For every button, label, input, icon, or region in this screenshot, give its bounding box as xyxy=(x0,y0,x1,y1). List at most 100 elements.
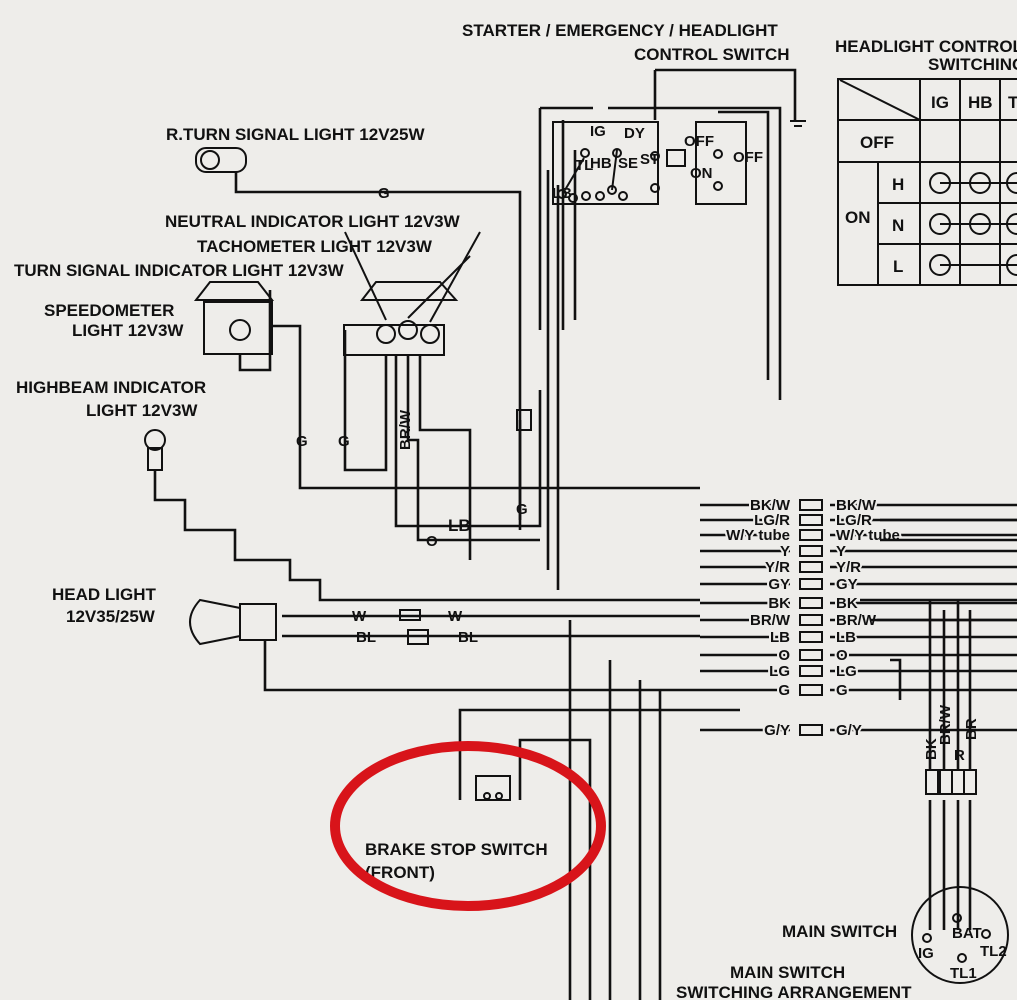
connector-label-right: G xyxy=(836,682,848,699)
table-row-l: L xyxy=(893,257,903,276)
tachometer-light-label: TACHOMETER LIGHT 12V3W xyxy=(197,237,433,256)
headlight-wire-bl-left: BL xyxy=(356,629,376,646)
headlight-wire-bl-right: BL xyxy=(458,629,478,646)
connector-label-right: BK/W xyxy=(836,497,877,514)
connector-icon xyxy=(799,529,823,541)
connector-label-right: W/Y tube xyxy=(836,527,900,544)
connector-label-left: Y xyxy=(780,543,790,560)
main-switch-arrangement-1: MAIN SWITCH xyxy=(730,963,845,982)
connector-label-right: O xyxy=(836,647,848,664)
table-row-on: ON xyxy=(845,208,871,227)
brake-stop-switch-icon xyxy=(475,775,511,801)
terminal-dy: DY xyxy=(624,125,645,142)
r-turn-signal-bulb-icon xyxy=(195,147,522,530)
wire-harness-right xyxy=(860,518,1017,930)
connector-label-left: LG xyxy=(769,663,790,680)
terminal-off-2: OFF xyxy=(733,149,763,166)
headlight-icon xyxy=(189,598,277,646)
connector-label-right: LG xyxy=(836,663,857,680)
turn-signal-indicator-label: TURN SIGNAL INDICATOR LIGHT 12V3W xyxy=(14,261,345,280)
connector-icon xyxy=(799,597,823,609)
headlight-table-title-2: SWITCHING xyxy=(928,55,1017,74)
table-col-hb: HB xyxy=(968,93,993,112)
connector-label-left: Y/R xyxy=(765,559,790,576)
connector-label-left: G/Y xyxy=(764,722,790,739)
brake-switch-label-2: (FRONT) xyxy=(365,863,435,882)
connector-label-left: BK/W xyxy=(750,497,791,514)
connector-label-left: LB xyxy=(770,629,790,646)
main-switch-icon xyxy=(911,886,1009,984)
connector-icon xyxy=(799,514,823,526)
terminal-tl: TL xyxy=(575,157,593,174)
connector-icon xyxy=(799,649,823,661)
main-switch-arrangement-2: SWITCHING ARRANGEMENT xyxy=(676,983,912,1000)
highbeam-label-2: LIGHT 12V3W xyxy=(86,401,198,420)
terminal-hb: HB xyxy=(590,155,612,172)
highbeam-bulb-icon xyxy=(144,429,166,471)
main-wire-br-w: BR/W xyxy=(937,704,954,745)
table-col-t: T xyxy=(1008,93,1017,112)
terminal-on: ON xyxy=(690,165,713,182)
terminal-se: SE xyxy=(618,155,638,172)
connector-icon xyxy=(407,629,429,645)
wire-harness-left xyxy=(153,290,740,1000)
headlight-wire-w-left: W xyxy=(352,608,367,625)
connector-icon xyxy=(799,631,823,643)
headlight-wire-w-right: W xyxy=(448,608,463,625)
connector-label-left: O xyxy=(778,647,790,664)
connector-label-left: BR/W xyxy=(750,612,791,629)
main-wire-br: BR xyxy=(963,718,980,740)
table-row-off: OFF xyxy=(860,133,894,152)
connector-label-right: BK xyxy=(836,595,858,612)
connector-label-left: BK xyxy=(768,595,790,612)
headlight-table-title-1: HEADLIGHT CONTROL xyxy=(835,37,1017,56)
main-term-tl2: TL2 xyxy=(980,943,1007,960)
speedometer-label-2: LIGHT 12V3W xyxy=(72,321,184,340)
connector-label-right: LB xyxy=(836,629,856,646)
table-row-h: H xyxy=(892,175,904,194)
connector-icon xyxy=(799,578,823,590)
starter-switch-title-1: STARTER / EMERGENCY / HEADLIGHT xyxy=(462,21,778,40)
connector-icon xyxy=(799,499,823,511)
wire-label-o: O xyxy=(426,533,438,550)
table-col-ig: IG xyxy=(931,93,949,112)
starter-switch-title-2: CONTROL SWITCH xyxy=(634,45,790,64)
connector-icon xyxy=(799,545,823,557)
connector-icon xyxy=(799,561,823,573)
connector-label-left: LG/R xyxy=(754,512,790,529)
speedometer-housing xyxy=(193,281,275,301)
terminal-lb: LB xyxy=(552,185,572,202)
speedometer-label-1: SPEEDOMETER xyxy=(44,301,174,320)
wire-label-lb: LB xyxy=(448,516,471,535)
main-wire-bk: BK xyxy=(923,738,940,760)
main-term-ig: IG xyxy=(918,945,934,962)
connector-icon xyxy=(799,684,823,696)
wire-label-g-mid: G xyxy=(516,501,528,518)
main-wire-r: R xyxy=(954,747,965,764)
connector-label-right: G/Y xyxy=(836,722,862,739)
highlight-circle xyxy=(330,741,606,911)
connector-icon xyxy=(399,609,421,621)
main-term-bat: BAT xyxy=(952,925,982,942)
table-row-n: N xyxy=(892,216,904,235)
connector-label-right: LG/R xyxy=(836,512,872,529)
connector-label-right: Y/R xyxy=(836,559,861,576)
wire-label-g-left2: G xyxy=(338,433,350,450)
terminal-ig: IG xyxy=(590,123,606,140)
terminal-off-1: OFF xyxy=(684,133,714,150)
connector-icon xyxy=(799,614,823,626)
headlight-switching-table xyxy=(837,78,1017,286)
headlight-label-1: HEAD LIGHT xyxy=(52,585,157,604)
starter-control-switch xyxy=(538,68,806,590)
brake-switch-label-1: BRAKE STOP SWITCH xyxy=(365,840,548,859)
neutral-indicator-label: NEUTRAL INDICATOR LIGHT 12V3W xyxy=(165,212,461,231)
connector-label-right: BR/W xyxy=(836,612,877,629)
connector-icon xyxy=(799,665,823,677)
terminal-st: ST xyxy=(640,151,659,168)
wire-label-g-top: G xyxy=(378,185,390,202)
r-turn-signal-label: R.TURN SIGNAL LIGHT 12V25W xyxy=(166,125,425,144)
connector-label-left: G xyxy=(778,682,790,699)
main-term-tl1: TL1 xyxy=(950,965,977,982)
